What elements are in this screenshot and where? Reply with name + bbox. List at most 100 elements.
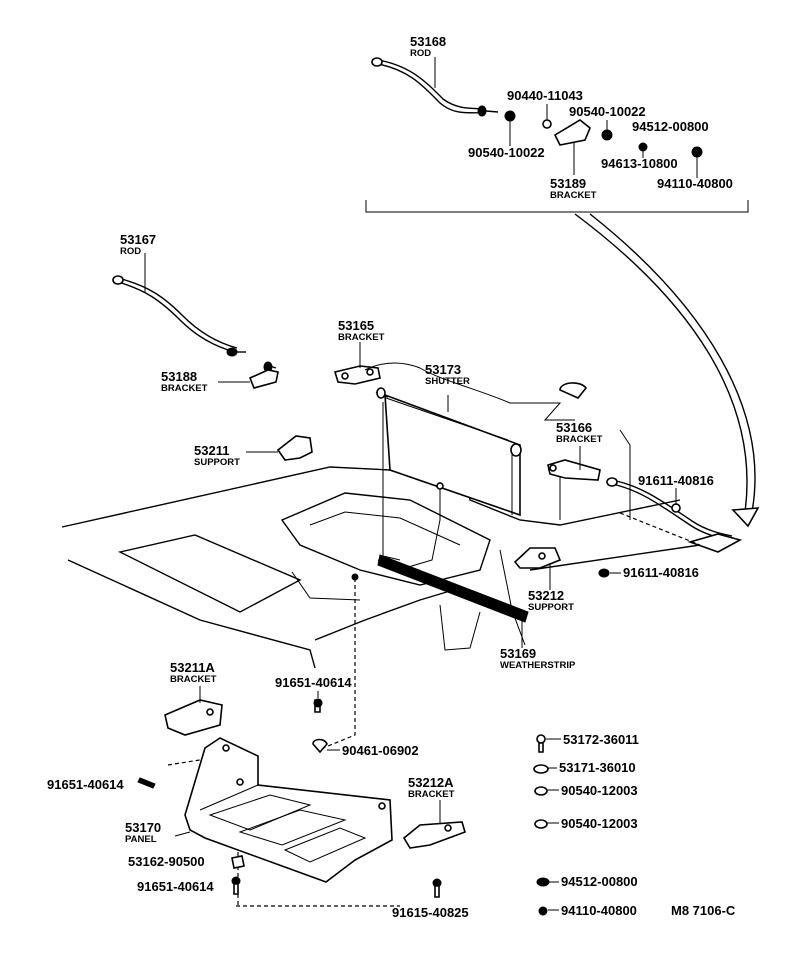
svg-text:90540-10022: 90540-10022: [569, 104, 646, 119]
callout-90540-10022-b: 90540-10022: [569, 104, 646, 130]
svg-text:91651-40614: 91651-40614: [47, 777, 124, 792]
callout-90540-12003-b: 90540-12003: [547, 816, 638, 831]
svg-text:94512-00800: 94512-00800: [632, 119, 709, 134]
svg-text:53168: 53168: [410, 34, 446, 49]
callout-53173: 53173 SHUTTER: [425, 362, 470, 387]
callout-90440-11043: 90440-11043: [507, 88, 583, 120]
svg-text:SUPPORT: SUPPORT: [528, 602, 574, 613]
callout-53170: 53170 PANEL: [125, 820, 161, 845]
svg-text:53170: 53170: [125, 820, 161, 835]
callout-53169: 53169 WEATHERSTRIP: [500, 646, 576, 671]
svg-text:94110-40800: 94110-40800: [561, 903, 637, 918]
svg-text:BRACKET: BRACKET: [170, 674, 217, 685]
callout-91615-40825: 91615-40825: [392, 905, 469, 920]
svg-text:53166: 53166: [556, 420, 592, 435]
callout-53211a: 53211A BRACKET: [170, 660, 217, 685]
callout-53162-90500: 53162-90500: [128, 854, 205, 869]
callout-91651-40614-b: 91651-40614: [47, 777, 124, 792]
rod-right: [606, 477, 743, 553]
shutter-53173: [364, 362, 588, 569]
callout-53189: 53189 BRACKET: [550, 176, 597, 201]
callout-94110-40800-a: 94110-40800: [657, 157, 733, 191]
svg-text:90540-12003: 90540-12003: [561, 783, 638, 798]
svg-text:53188: 53188: [161, 369, 197, 384]
svg-text:ROD: ROD: [120, 246, 141, 257]
svg-text:91651-40614: 91651-40614: [137, 879, 214, 894]
small-parts: [533, 734, 550, 916]
svg-text:PANEL: PANEL: [125, 834, 157, 845]
svg-text:94613-10800: 94613-10800: [601, 156, 678, 171]
bracket-53188: [218, 369, 279, 389]
callout-53167: 53167 ROD: [120, 232, 156, 257]
callout-53211: 53211 SUPPORT: [194, 443, 240, 468]
rod-53167: [112, 253, 277, 373]
dashed-guides: [167, 573, 400, 907]
top-group-bracket: [365, 200, 749, 213]
svg-text:53212A: 53212A: [408, 775, 454, 790]
callout-53166: 53166 BRACKET: [556, 420, 603, 445]
svg-text:91615-40825: 91615-40825: [392, 905, 469, 920]
svg-text:BRACKET: BRACKET: [338, 332, 385, 343]
svg-text:53165: 53165: [338, 318, 374, 333]
callout-91651-40614-a: 91651-40614: [275, 675, 352, 698]
callout-94512-00800-b: 94512-00800: [549, 874, 638, 889]
bracket-53165: [333, 342, 381, 385]
bolts: [137, 698, 442, 898]
callout-91651-40614-c: 91651-40614: [137, 879, 214, 894]
callout-94110-40800-b: 94110-40800: [548, 903, 637, 918]
callout-91611-40816-b: 91611-40816: [610, 565, 699, 580]
svg-text:90540-12003: 90540-12003: [561, 816, 638, 831]
callout-53212a: 53212A BRACKET: [408, 775, 455, 800]
callout-91611-40816-a: 91611-40816: [638, 473, 714, 488]
curved-arrow: [574, 213, 760, 528]
callout-53171-36010: 53171-36010: [548, 760, 636, 775]
svg-text:ROD: ROD: [410, 48, 431, 59]
svg-text:WEATHERSTRIP: WEATHERSTRIP: [500, 660, 576, 671]
callout-53168: 53168 ROD: [410, 34, 446, 59]
svg-text:BRACKET: BRACKET: [161, 383, 208, 394]
svg-text:53162-90500: 53162-90500: [128, 854, 205, 869]
svg-text:91611-40816: 91611-40816: [623, 565, 699, 580]
svg-text:BRACKET: BRACKET: [550, 190, 597, 201]
callout-94613-10800: 94613-10800: [601, 151, 678, 171]
svg-text:94110-40800: 94110-40800: [657, 176, 733, 191]
svg-text:BRACKET: BRACKET: [556, 434, 603, 445]
svg-text:91651-40614: 91651-40614: [275, 675, 352, 690]
callout-94512-00800-a: 94512-00800: [632, 119, 709, 134]
svg-text:SUPPORT: SUPPORT: [194, 457, 240, 468]
callout-53188: 53188 BRACKET: [161, 369, 208, 394]
callout-53172-36011: 53172-36011: [546, 732, 639, 747]
rod-53168: [371, 57, 499, 117]
callout-90540-12003-a: 90540-12003: [547, 783, 638, 798]
svg-text:53171-36010: 53171-36010: [559, 760, 636, 775]
bracket-53212a: [402, 800, 466, 849]
svg-text:53173: 53173: [425, 362, 461, 377]
weatherstrip-53169: [377, 554, 529, 648]
bracket-53211a: [164, 686, 223, 736]
svg-text:90440-11043: 90440-11043: [507, 88, 583, 103]
svg-text:53169: 53169: [500, 646, 536, 661]
support-53211: [246, 435, 313, 461]
svg-text:53167: 53167: [120, 232, 156, 247]
svg-text:90540-10022: 90540-10022: [468, 145, 545, 160]
footer-code: M8 7106-C: [671, 903, 736, 918]
svg-text:53172-36011: 53172-36011: [563, 732, 639, 747]
callout-90461-06902: 90461-06902: [327, 743, 419, 758]
svg-text:91611-40816: 91611-40816: [638, 473, 714, 488]
svg-text:90461-06902: 90461-06902: [342, 743, 419, 758]
svg-text:BRACKET: BRACKET: [408, 789, 455, 800]
support-53212: [513, 547, 610, 590]
floor-panel: [61, 429, 701, 669]
svg-text:53211: 53211: [194, 443, 229, 458]
svg-text:94512-00800: 94512-00800: [561, 874, 638, 889]
panel-53170: [174, 737, 393, 883]
svg-text:SHUTTER: SHUTTER: [425, 376, 470, 387]
bracket-53166: [547, 446, 601, 481]
svg-text:53212: 53212: [528, 588, 564, 603]
callout-53212: 53212 SUPPORT: [528, 588, 574, 613]
callout-53165: 53165 BRACKET: [338, 318, 385, 343]
svg-text:53189: 53189: [550, 176, 586, 191]
callout-90540-10022-a: 90540-10022: [468, 120, 545, 160]
svg-text:53211A: 53211A: [170, 660, 215, 675]
